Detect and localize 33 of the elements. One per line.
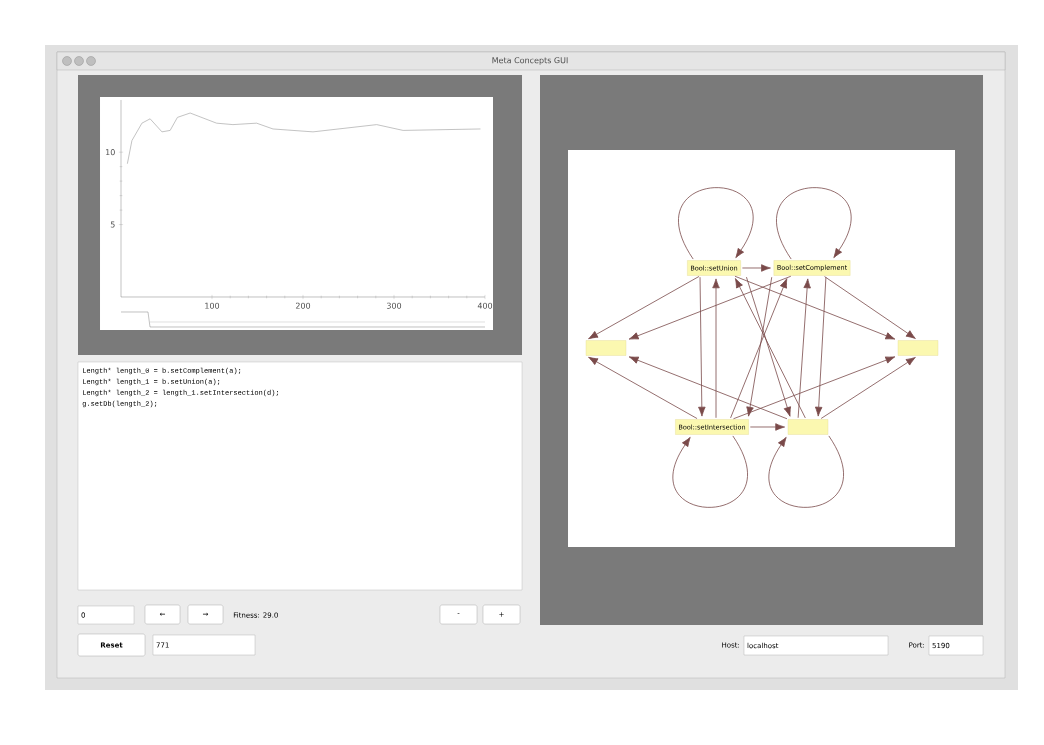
arrow — [733, 356, 896, 420]
graph-node-box — [585, 340, 627, 356]
arrow — [820, 357, 916, 419]
arrow — [746, 276, 791, 417]
arrow — [746, 276, 773, 417]
x-tick-label: 100 — [205, 302, 220, 309]
arrow — [768, 435, 844, 508]
x-tick-label: 300 — [386, 302, 402, 309]
arrow — [588, 276, 700, 340]
arrow — [824, 276, 916, 339]
arrow — [730, 278, 788, 419]
arrow — [734, 275, 896, 340]
arrow — [735, 278, 806, 419]
arrow — [628, 356, 788, 420]
x-tick-label: 400 — [477, 302, 493, 309]
arrow — [814, 276, 827, 417]
arrow — [672, 435, 748, 508]
arrow — [678, 187, 754, 260]
x-tick-label: 200 — [295, 302, 311, 309]
arrow — [776, 187, 852, 260]
arrow — [588, 356, 698, 419]
window-title: Meta Concepts GUI — [492, 57, 568, 65]
graph-node-box — [897, 340, 939, 356]
graph-node-box — [787, 419, 829, 435]
arrow — [628, 275, 792, 340]
arrow — [712, 278, 720, 419]
y-tick-label: 10 — [106, 149, 115, 156]
line-series — [126, 112, 481, 165]
y-tick-label: 5 — [110, 221, 115, 228]
arrow — [741, 264, 771, 272]
arrow — [749, 423, 785, 431]
arrow — [797, 278, 811, 419]
arrow — [698, 276, 706, 417]
